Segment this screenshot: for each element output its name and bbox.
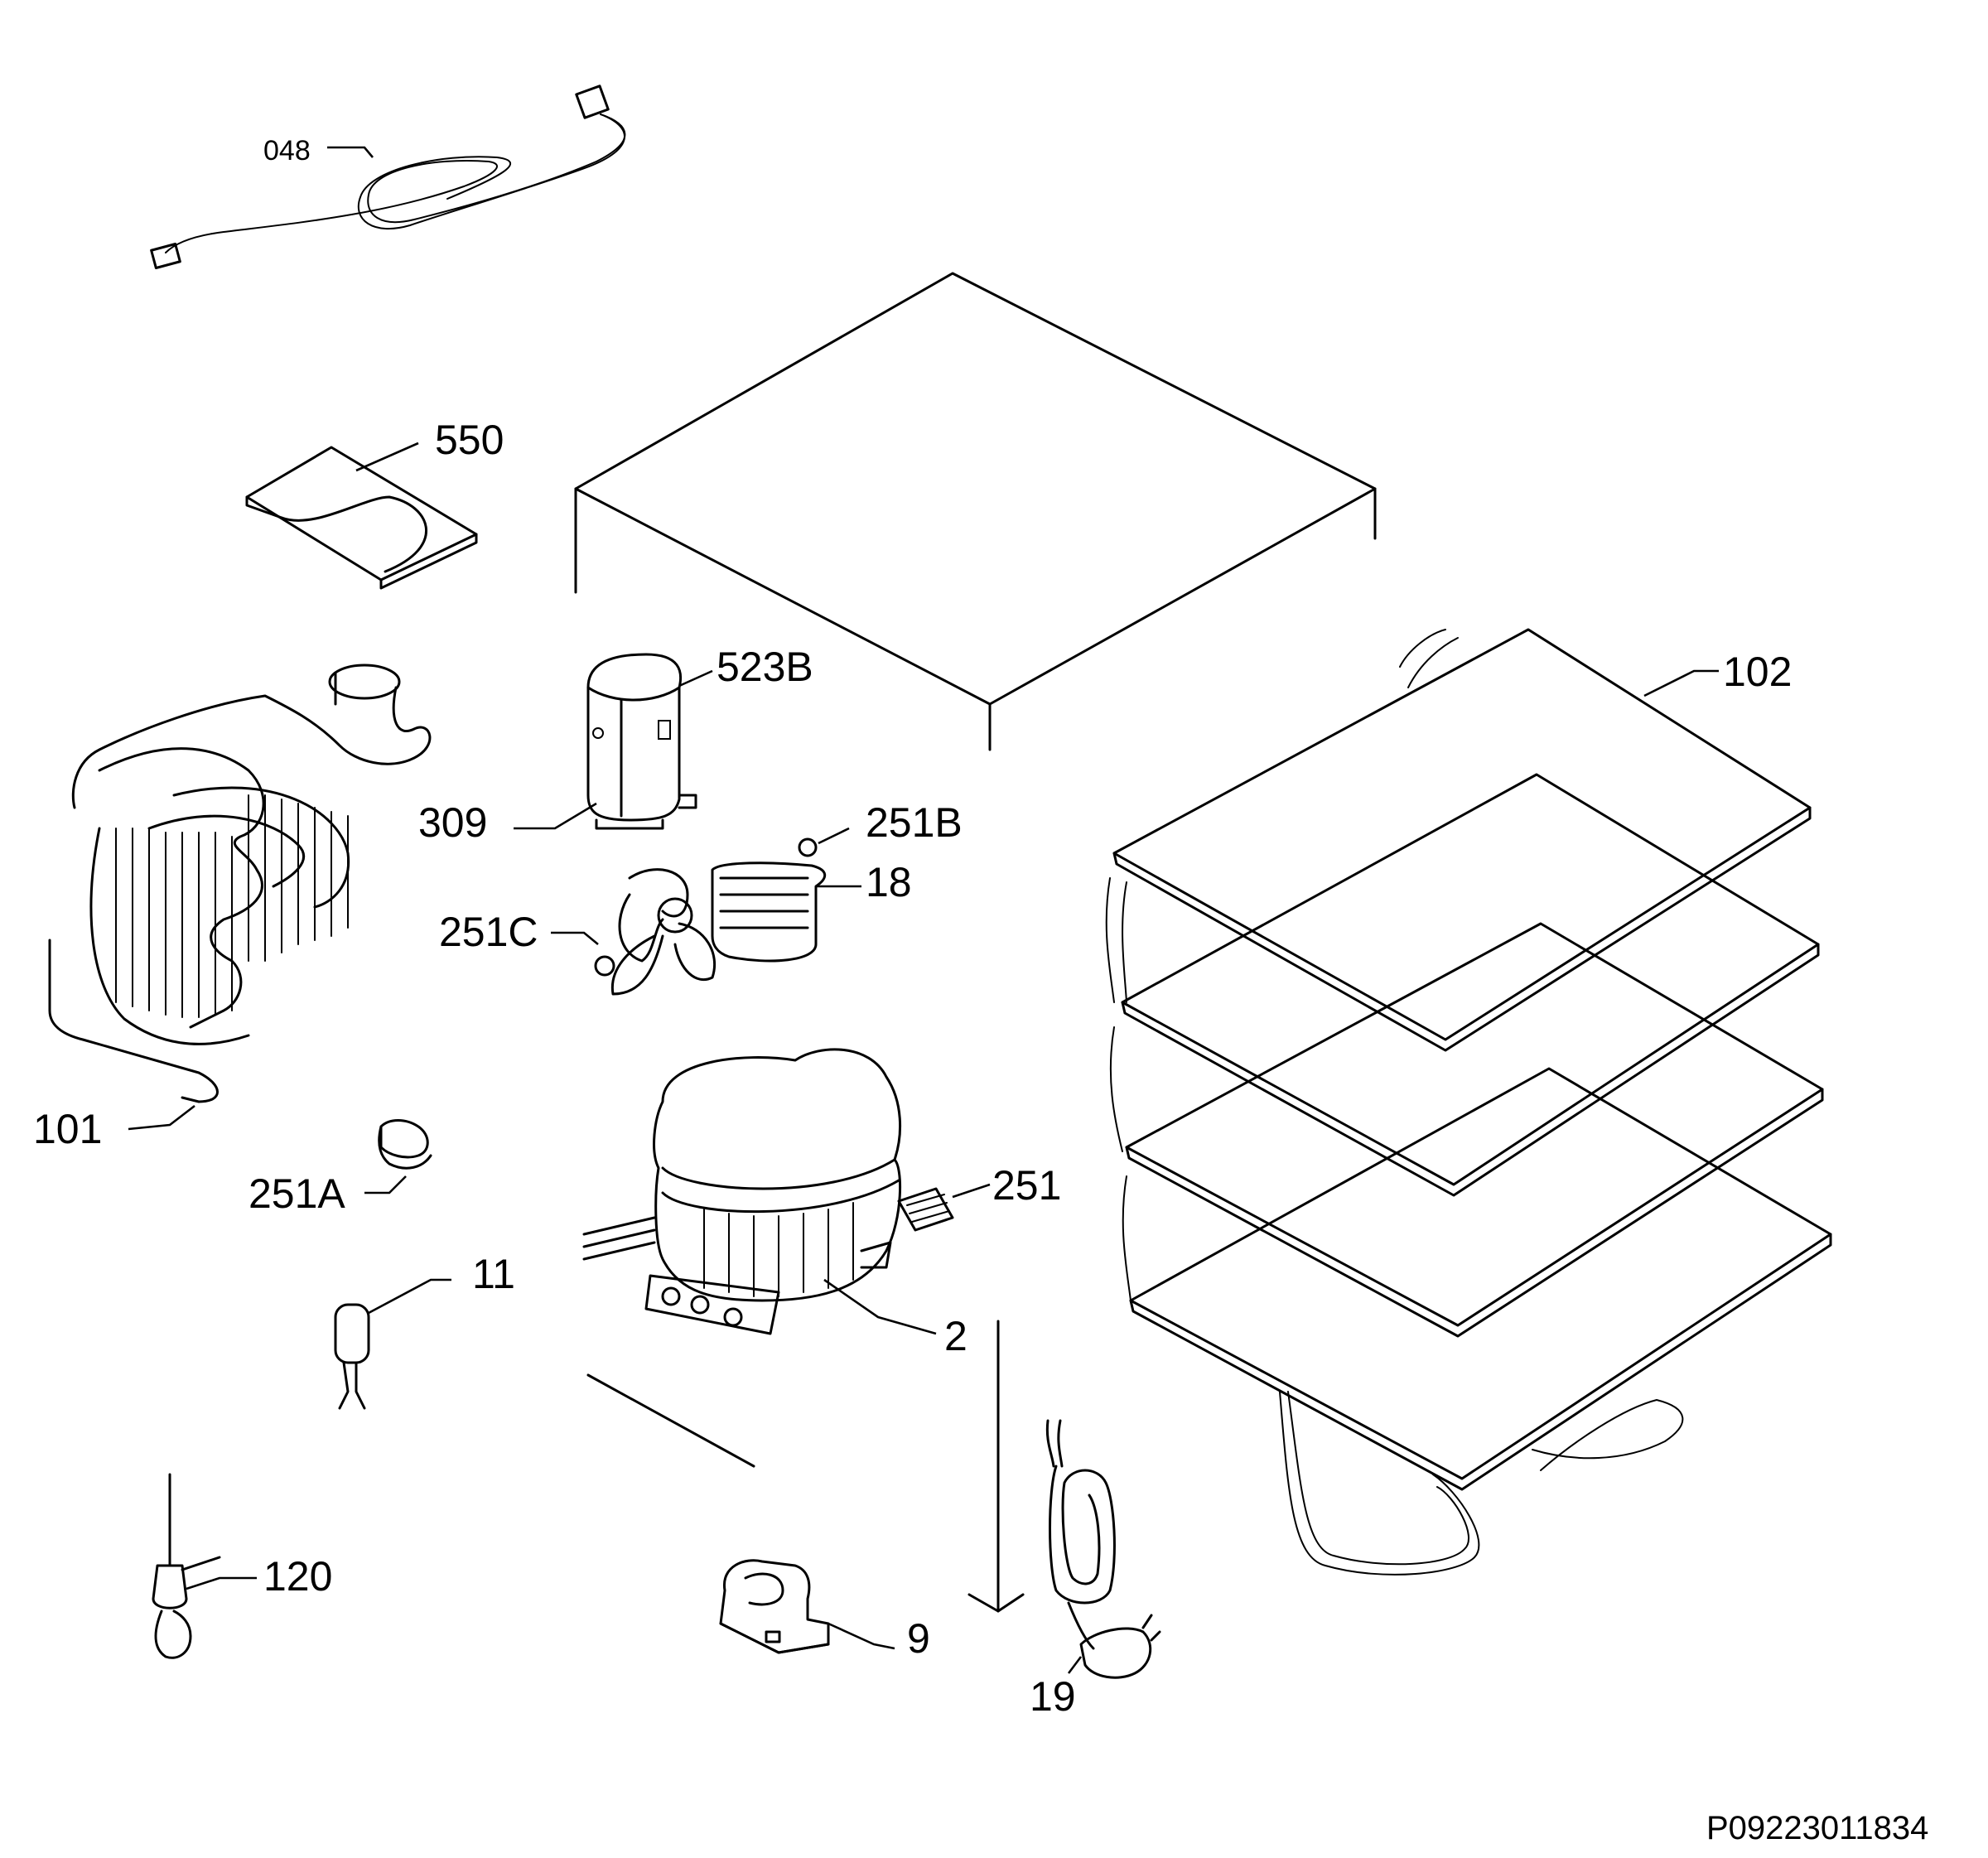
- part-label-309: 309: [418, 799, 487, 846]
- assembly-arrow-lines: [586, 1320, 1025, 1613]
- part-label-101: 101: [33, 1106, 102, 1152]
- part-label-251a: 251A: [248, 1170, 345, 1217]
- document-number: P09223011834: [1706, 1810, 1928, 1846]
- part-label-11: 11: [472, 1251, 515, 1297]
- sensor-cable-drawing: [150, 84, 626, 270]
- mounting-clip-251-drawing: [897, 1183, 991, 1232]
- relay-housing-drawing: [514, 653, 713, 830]
- capacitor-11-drawing: [334, 1278, 451, 1410]
- part-label-19: 19: [1030, 1673, 1076, 1720]
- wire-shelves-102-drawing: [1105, 628, 1832, 1576]
- relay-clip-9-drawing: [719, 1559, 895, 1654]
- cabinet-outline-drawing: [574, 272, 1377, 751]
- part-label-251: 251: [992, 1162, 1061, 1209]
- fan-motor-drawing: [551, 827, 861, 996]
- part-label-523b: 523B: [717, 644, 813, 690]
- cover-plate-550-drawing: [245, 442, 478, 590]
- part-label-102: 102: [1723, 649, 1792, 695]
- part-label-048: 048: [263, 135, 311, 166]
- connector-120-drawing: [152, 1473, 257, 1659]
- part-label-9: 9: [907, 1615, 930, 1662]
- condenser-101-drawing: [48, 664, 432, 1131]
- power-cord-19-drawing: [1045, 1419, 1161, 1679]
- part-label-251b: 251B: [866, 799, 963, 846]
- rubber-grommet-251a-drawing: [364, 1119, 432, 1194]
- compressor-2-drawing: [582, 1048, 937, 1335]
- part-label-120: 120: [263, 1553, 332, 1600]
- part-label-550: 550: [435, 417, 504, 463]
- part-label-251c: 251C: [439, 909, 538, 955]
- part-label-2: 2: [944, 1313, 967, 1359]
- part-label-18: 18: [866, 859, 912, 905]
